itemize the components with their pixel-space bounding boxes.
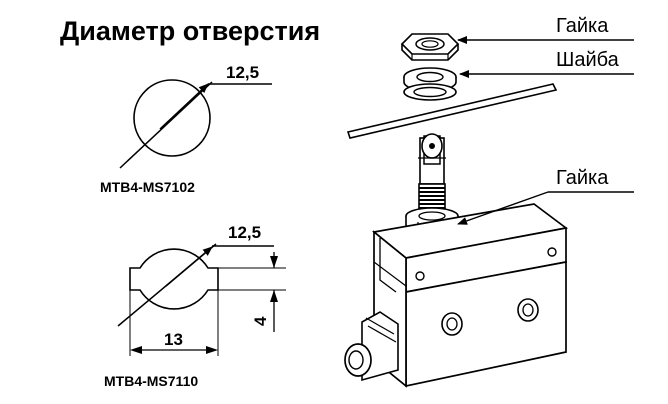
top-nut bbox=[400, 33, 460, 61]
keyed-diameter-value: 12,5 bbox=[228, 223, 261, 242]
round-model-label: MTB4-MS7102 bbox=[100, 179, 195, 195]
flat-arrow-top bbox=[270, 256, 278, 268]
round-diameter-arrow bbox=[159, 83, 209, 130]
lower-washer bbox=[403, 83, 457, 101]
callout-washer: Шайба bbox=[556, 49, 620, 71]
round-hole-outline bbox=[133, 79, 211, 157]
round-hole-drawing: 12,5 MTB4-MS7102 bbox=[100, 63, 272, 195]
flat-arrow-bottom bbox=[270, 290, 278, 302]
keyed-hole-drawing: 12,5 13 4 MTB4-MS7110 bbox=[104, 223, 286, 389]
round-diameter-line bbox=[119, 81, 213, 169]
keyed-flat-value: 4 bbox=[251, 316, 270, 326]
keyed-model-label: MTB4-MS7110 bbox=[104, 373, 198, 389]
roller-plunger bbox=[418, 133, 446, 185]
switch-body bbox=[344, 203, 569, 388]
keyed-diameter-arrow bbox=[165, 246, 213, 287]
page-title: Диаметр отверстия bbox=[60, 16, 320, 46]
keyed-width-value: 13 bbox=[164, 330, 183, 349]
callout-nut-bottom: Гайка bbox=[556, 167, 609, 189]
switch-assembly: Гайка Шайба Гайка bbox=[344, 15, 634, 388]
mounting-panel bbox=[346, 83, 558, 139]
callout-nut-top: Гайка bbox=[556, 15, 609, 37]
round-diameter-value: 12,5 bbox=[226, 63, 259, 82]
width-arrow-right bbox=[206, 346, 218, 354]
callout-leaders bbox=[457, 36, 634, 225]
keyed-hole-outline bbox=[129, 248, 219, 310]
width-arrow-left bbox=[130, 346, 142, 354]
